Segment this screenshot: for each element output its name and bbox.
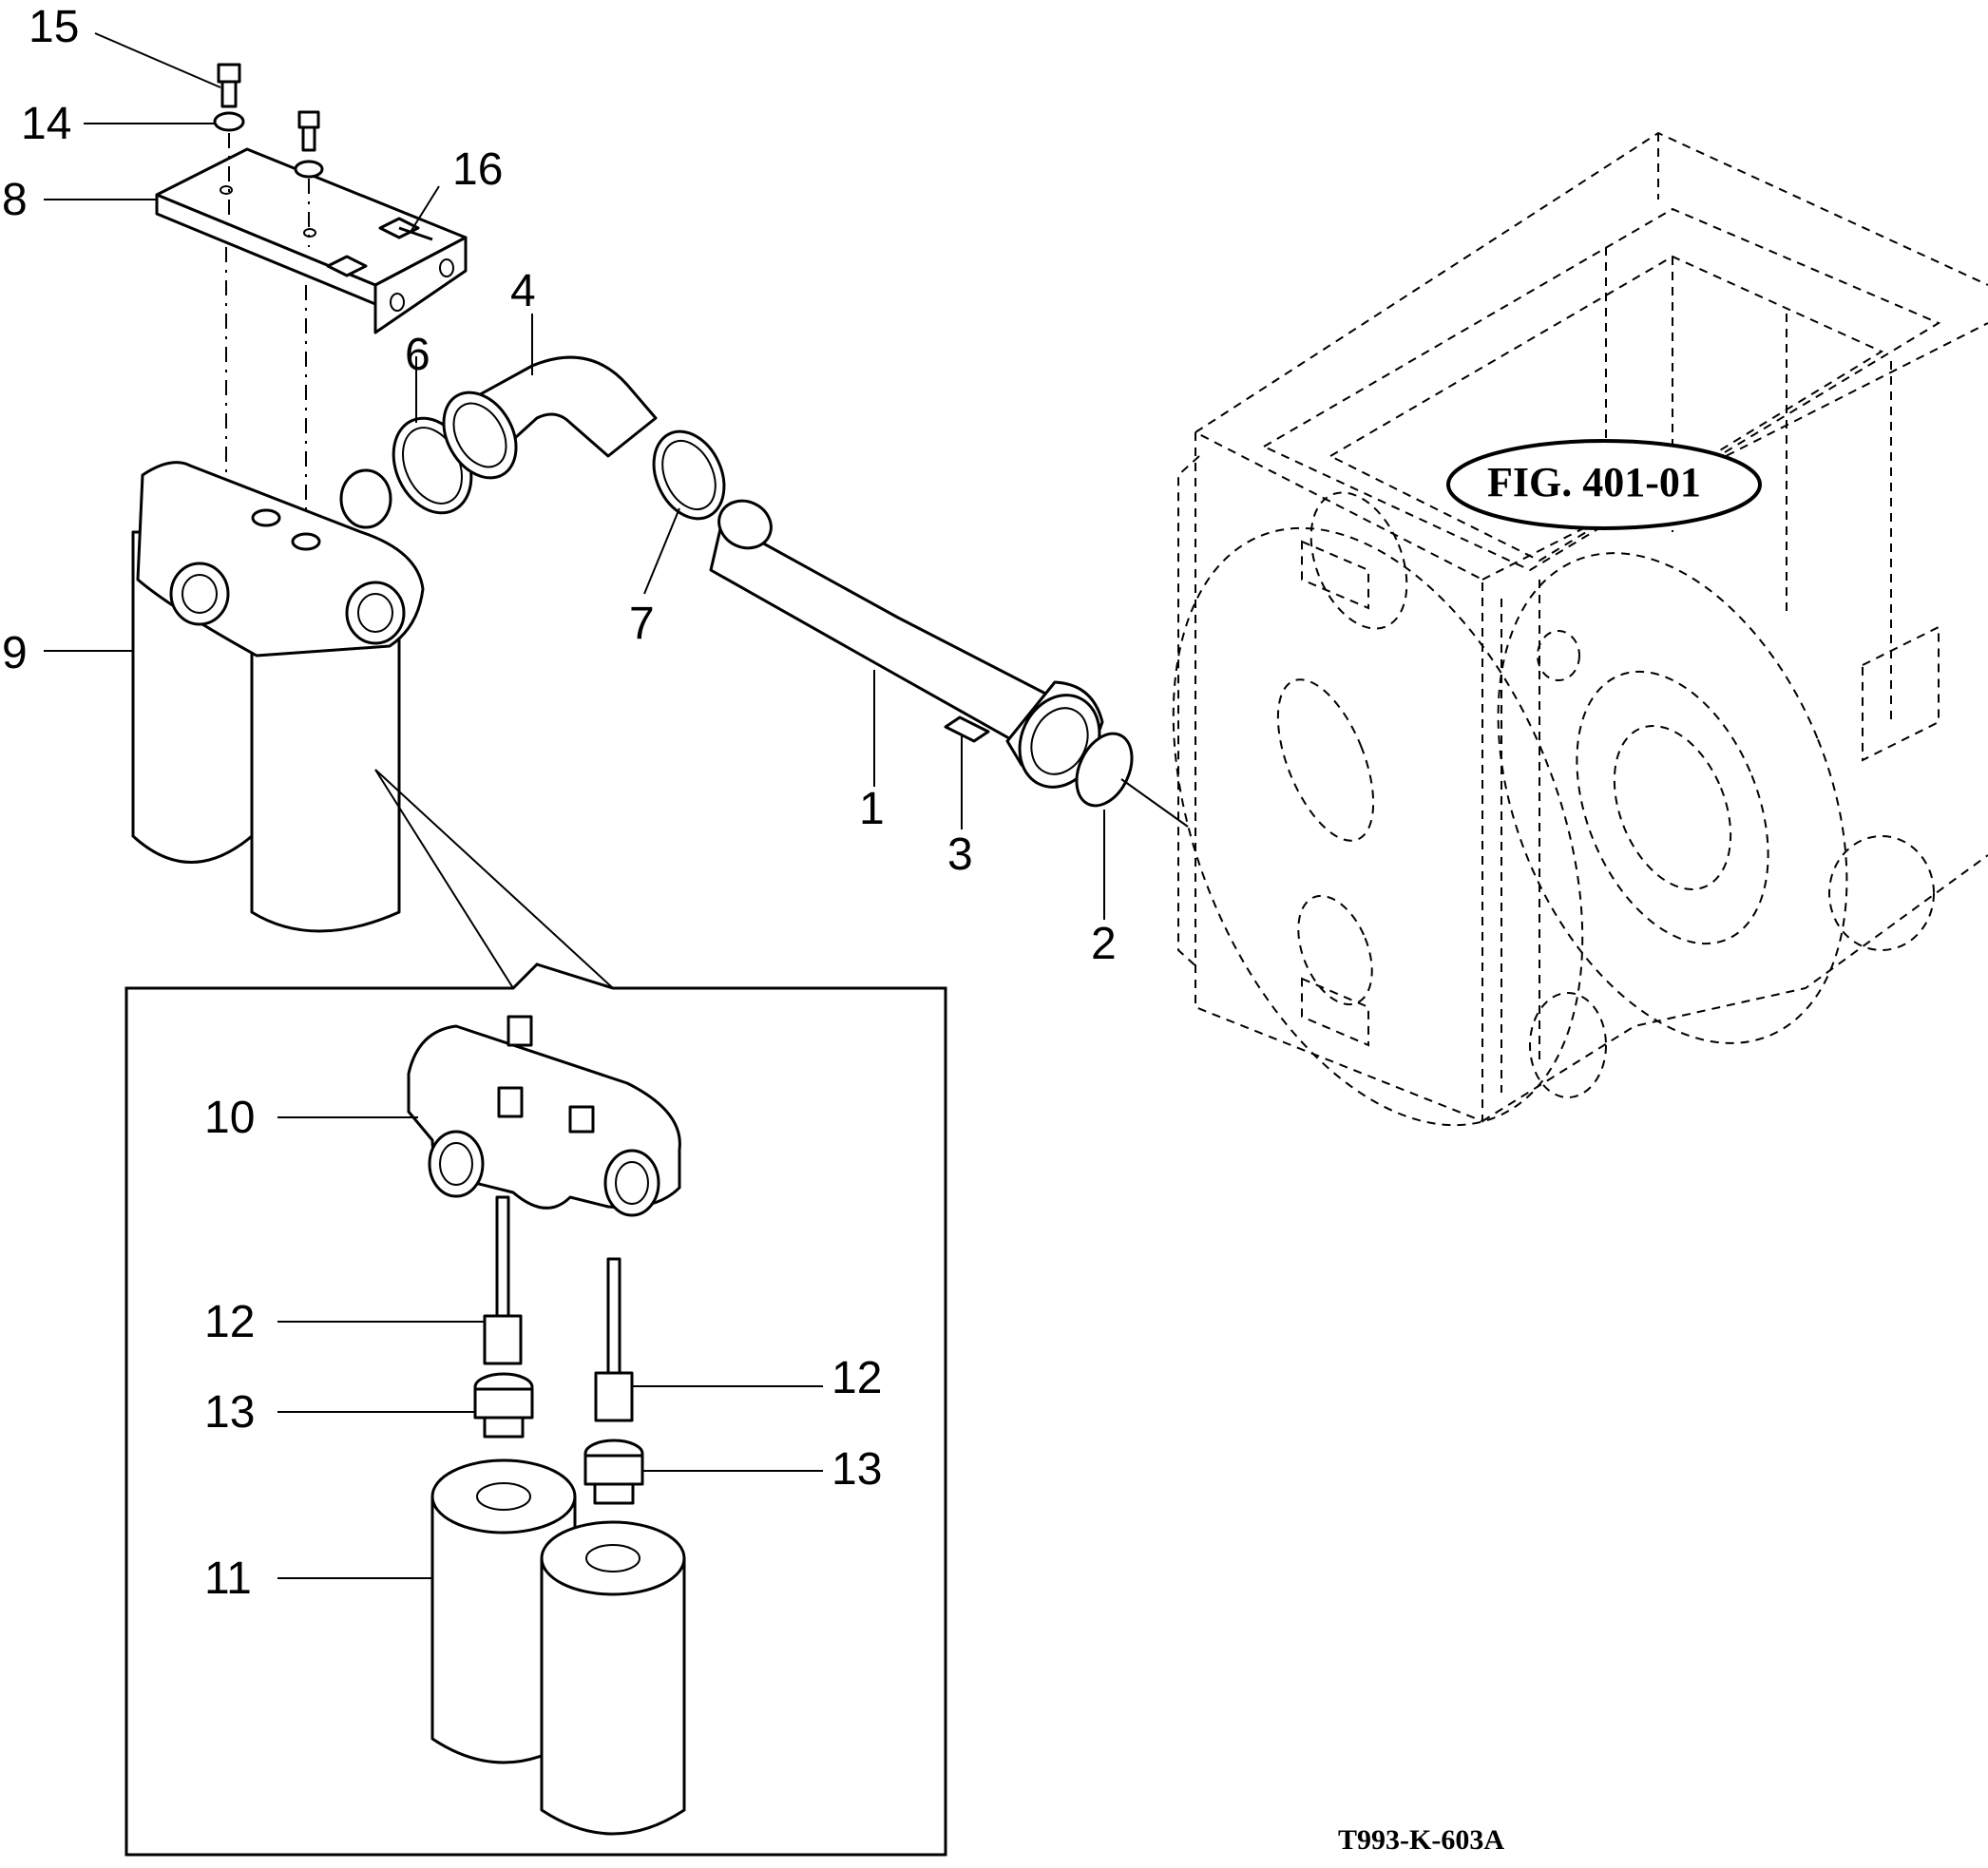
hose-4	[442, 355, 658, 480]
leader-lines	[44, 32, 1105, 1579]
callout-13-left: 13	[204, 1387, 256, 1438]
callout-4: 4	[510, 266, 536, 316]
detail-inset	[124, 769, 947, 1857]
callout-13-right: 13	[832, 1444, 883, 1495]
figure-reference-label[interactable]: FIG. 401-01	[1487, 459, 1701, 505]
bolt-15	[217, 63, 241, 108]
o-ring-2	[1075, 732, 1134, 808]
transmission-housing	[1172, 131, 1988, 1127]
callout-2: 2	[1091, 919, 1117, 969]
callout-12-left: 12	[204, 1297, 256, 1347]
callout-12-right: 12	[832, 1353, 883, 1403]
tube-12-right	[594, 1257, 634, 1422]
bolt-3	[944, 715, 990, 743]
callout-10: 10	[204, 1093, 256, 1143]
pipe-1	[709, 499, 1104, 789]
washer-14	[213, 111, 245, 132]
callout-9: 9	[2, 628, 28, 678]
bolt-16	[378, 217, 433, 241]
washer-upper-right	[294, 160, 324, 179]
filter-head-10	[407, 1015, 681, 1217]
hose-clamp-7	[652, 429, 726, 521]
callout-15: 15	[29, 2, 80, 52]
bolt-16b	[326, 255, 368, 277]
adapter-13-left	[473, 1372, 534, 1439]
callout-8: 8	[2, 175, 28, 225]
bolt-upper-right	[297, 110, 320, 152]
bracket	[155, 147, 468, 334]
tube-12-left	[483, 1195, 523, 1365]
callout-1: 1	[859, 784, 885, 834]
filter-element-11-left	[430, 1458, 577, 1764]
callout-6: 6	[405, 330, 430, 380]
callout-7: 7	[629, 599, 655, 649]
callout-16: 16	[452, 144, 504, 195]
callout-3: 3	[947, 829, 973, 880]
filter-assembly	[131, 461, 425, 933]
figure-reference-badge	[1446, 439, 1762, 530]
filter-element-11-right	[540, 1520, 686, 1836]
callout-14: 14	[21, 99, 72, 149]
callout-11: 11	[204, 1553, 252, 1604]
adapter-13-right	[583, 1439, 644, 1505]
drawing-id: T993-K-603A	[1338, 1824, 1504, 1856]
